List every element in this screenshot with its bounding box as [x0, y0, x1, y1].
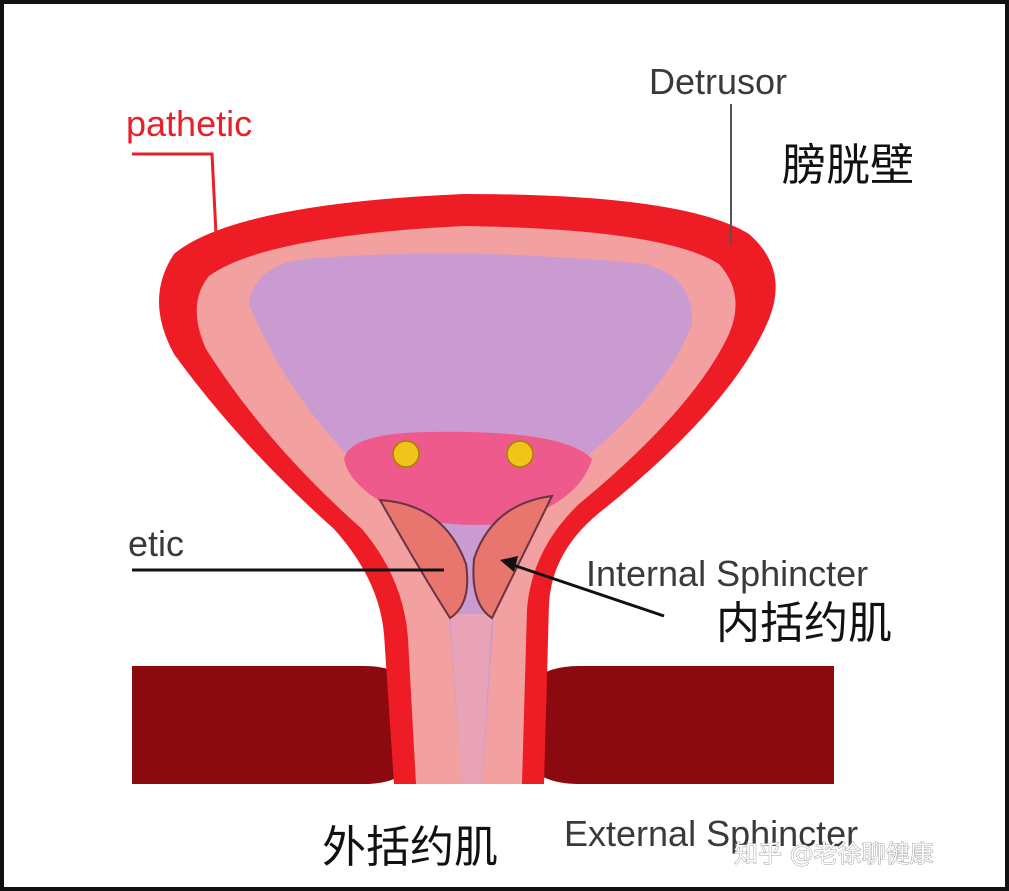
label-bladder-wall-zh: 膀胱壁	[782, 140, 914, 191]
ureter-openings	[392, 440, 534, 468]
watermark: 知乎 @老徐聊健康	[734, 840, 934, 868]
external-sphincter-right	[517, 666, 834, 784]
urethra-canal	[450, 614, 492, 784]
internal-sphincter-leader	[509, 562, 665, 618]
ureter-opening-left	[392, 440, 420, 468]
label-detrusor: Detrusor	[649, 61, 787, 102]
ureter-opening-right	[506, 440, 534, 468]
leader-lines	[132, 104, 732, 618]
external-sphincter-muscle	[132, 666, 834, 784]
label-external-sphincter-zh: 外括约肌	[322, 822, 498, 873]
label-external-sphincter: External Sphincter	[564, 813, 858, 854]
internal-sphincter-muscle	[378, 494, 554, 620]
label-sympathetic-top: pathetic	[126, 103, 252, 144]
label-sympathetic-mid: etic	[128, 523, 184, 564]
internal-sphincter-right	[472, 494, 554, 620]
sympathetic-top-leader	[132, 152, 218, 235]
bladder-diagram: pathetic Detrusor 膀胱壁 etic Internal Sphi…	[126, 61, 934, 873]
internal-sphincter-arrowhead	[500, 556, 518, 572]
label-internal-sphincter: Internal Sphincter	[586, 553, 868, 594]
label-internal-sphincter-zh: 内括约肌	[716, 598, 892, 649]
external-sphincter-left	[132, 666, 424, 784]
internal-sphincter-left	[378, 498, 469, 620]
